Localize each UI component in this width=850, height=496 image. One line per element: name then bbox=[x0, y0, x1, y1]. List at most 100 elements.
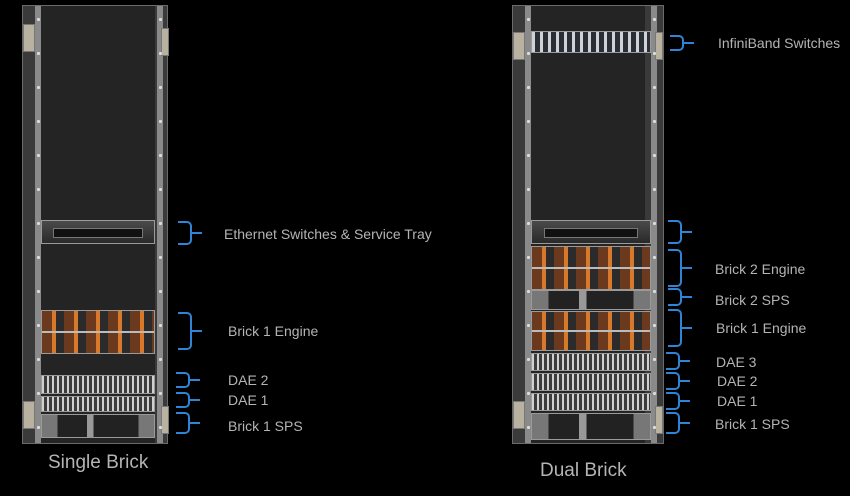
rack-hole bbox=[158, 154, 162, 157]
brick-1-sps-unit bbox=[531, 413, 651, 440]
rack-hole bbox=[158, 86, 162, 89]
bracket-brick2-sps bbox=[668, 288, 692, 306]
rack-ear bbox=[655, 32, 663, 60]
bracket-sps bbox=[176, 412, 200, 434]
rack-hole bbox=[158, 392, 162, 395]
label-dae2: DAE 2 bbox=[228, 372, 269, 388]
label-brick1-engine: Brick 1 Engine bbox=[228, 323, 319, 339]
label-brick2-engine: Brick 2 Engine bbox=[715, 261, 806, 277]
infiniband-switch-unit bbox=[531, 31, 651, 53]
rack-ear bbox=[161, 406, 169, 434]
bracket-ethernet bbox=[668, 220, 692, 244]
rack-hole bbox=[158, 256, 162, 259]
rack-hole bbox=[526, 324, 530, 327]
bracket-dae3 bbox=[666, 352, 690, 370]
rack-ear bbox=[513, 32, 525, 60]
rack-hole bbox=[36, 188, 40, 191]
rack-ear bbox=[161, 28, 169, 56]
rack-hole bbox=[526, 392, 530, 395]
bracket-brick2-engine bbox=[668, 249, 692, 287]
rack-hole bbox=[526, 256, 530, 259]
label-brick1-sps: Brick 1 SPS bbox=[228, 418, 303, 434]
rack-hole bbox=[652, 222, 656, 225]
rack-hole bbox=[526, 222, 530, 225]
dual-brick-rack bbox=[512, 5, 664, 444]
rack-hole bbox=[158, 426, 162, 429]
label-brick1-engine-dual: Brick 1 Engine bbox=[716, 320, 807, 336]
rack-ear bbox=[513, 401, 525, 429]
rack-ear bbox=[23, 24, 35, 52]
rack-hole bbox=[36, 86, 40, 89]
rack-hole bbox=[36, 52, 40, 55]
ethernet-switch-tray bbox=[41, 220, 155, 244]
bracket-dae2 bbox=[666, 372, 690, 390]
rack-hole bbox=[652, 52, 656, 55]
rack-hole bbox=[652, 256, 656, 259]
bracket-engine bbox=[178, 312, 202, 350]
label-dae3: DAE 3 bbox=[716, 354, 757, 370]
rack-hole bbox=[36, 18, 40, 21]
rack-hole bbox=[526, 426, 530, 429]
rack-ear bbox=[23, 401, 35, 429]
bracket-dae1 bbox=[666, 392, 690, 410]
label-brick1-sps-dual: Brick 1 SPS bbox=[715, 416, 790, 432]
dae-3-unit bbox=[531, 353, 651, 371]
label-brick2-sps: Brick 2 SPS bbox=[715, 292, 790, 308]
dae-2-unit bbox=[41, 375, 155, 394]
rack-hole bbox=[36, 222, 40, 225]
rack-hole bbox=[526, 120, 530, 123]
rack-hole bbox=[36, 256, 40, 259]
label-dae1: DAE 1 bbox=[228, 392, 269, 408]
rack-hole bbox=[158, 18, 162, 21]
brick-2-sps-unit bbox=[531, 290, 651, 310]
rack-hole bbox=[526, 188, 530, 191]
rack-hole bbox=[36, 120, 40, 123]
rack-hole bbox=[526, 86, 530, 89]
rack-hole bbox=[36, 358, 40, 361]
rack-hole bbox=[158, 222, 162, 225]
brick-1-engine-unit bbox=[41, 310, 155, 354]
caption-single-brick: Single Brick bbox=[48, 452, 149, 473]
ethernet-switch-tray bbox=[531, 220, 651, 244]
rack-hole bbox=[158, 324, 162, 327]
rack-hole bbox=[526, 18, 530, 21]
rack-hole bbox=[526, 154, 530, 157]
dae-2-unit bbox=[531, 373, 651, 391]
brick-1-sps-unit bbox=[41, 414, 155, 438]
bracket-infiniband bbox=[670, 35, 694, 51]
single-brick-rack bbox=[22, 5, 169, 444]
rack-hole bbox=[158, 120, 162, 123]
label-dae2-dual: DAE 2 bbox=[717, 373, 758, 389]
caption-dual-brick: Dual Brick bbox=[540, 460, 627, 481]
dae-1-unit bbox=[531, 393, 651, 411]
rack-hole bbox=[652, 324, 656, 327]
rack-hole bbox=[526, 290, 530, 293]
rack-hole bbox=[652, 188, 656, 191]
rack-hole bbox=[158, 188, 162, 191]
dae-1-unit bbox=[41, 396, 155, 412]
rack-hole bbox=[158, 290, 162, 293]
brick-1-engine-unit bbox=[531, 311, 651, 351]
rack-hole bbox=[36, 154, 40, 157]
bracket-brick1-sps bbox=[666, 412, 690, 434]
rack-hole bbox=[652, 290, 656, 293]
rack-hole bbox=[652, 392, 656, 395]
rack-hole bbox=[158, 358, 162, 361]
brick-2-engine-unit bbox=[531, 246, 651, 290]
label-infiniband-switches: InfiniBand Switches bbox=[718, 35, 841, 51]
rack-hole bbox=[36, 426, 40, 429]
rack-hole bbox=[36, 290, 40, 293]
bracket-dae1 bbox=[176, 392, 200, 408]
bracket-brick1-engine bbox=[668, 309, 692, 347]
rack-hole bbox=[526, 52, 530, 55]
rack-hole bbox=[526, 358, 530, 361]
bracket-ethernet bbox=[178, 221, 202, 245]
rack-ear bbox=[655, 406, 663, 434]
rack-hole bbox=[652, 358, 656, 361]
rack-hole bbox=[158, 52, 162, 55]
bracket-dae2 bbox=[176, 372, 200, 388]
rack-hole bbox=[652, 154, 656, 157]
rack-hole bbox=[652, 426, 656, 429]
rack-hole bbox=[652, 18, 656, 21]
label-dae1-dual: DAE 1 bbox=[717, 393, 758, 409]
